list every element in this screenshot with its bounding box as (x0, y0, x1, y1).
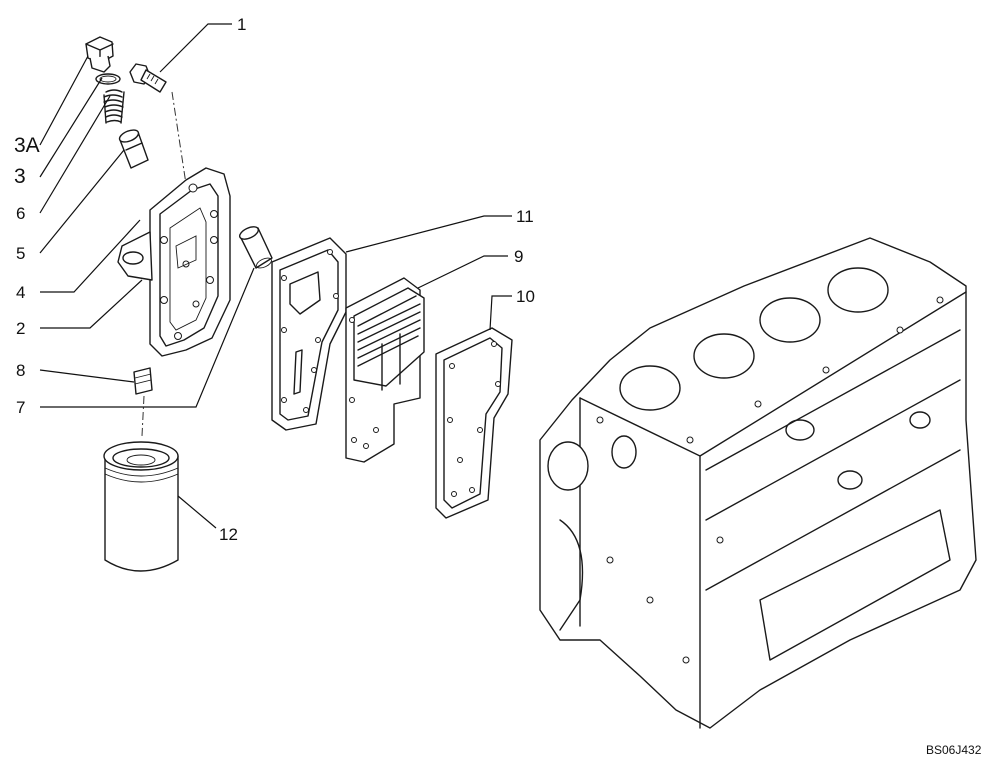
callout-3a: 3A (14, 134, 40, 157)
callout-4: 4 (16, 283, 25, 302)
part-housing-2 (117, 167, 231, 357)
reference-code: BS06J432 (926, 743, 982, 757)
callout-8: 8 (16, 361, 25, 380)
callout-1: 1 (237, 15, 246, 34)
callout-6: 6 (16, 204, 25, 223)
part-bolt-1 (129, 63, 167, 93)
leader-lines (39, 23, 512, 529)
part-sleeve-4 (238, 226, 273, 269)
part-nipple-8 (133, 367, 153, 395)
part-gasket-11 (271, 237, 347, 431)
centerline-bolt (171, 91, 187, 185)
callout-labels: 1 3A 3 6 5 4 2 8 7 11 9 10 12 (14, 15, 535, 544)
callout-2: 2 (16, 319, 25, 338)
callout-10: 10 (516, 287, 535, 306)
part-cooler-9 (345, 277, 425, 463)
callout-7: 7 (16, 398, 25, 417)
callout-5: 5 (16, 244, 25, 263)
centerline-filter (141, 395, 145, 437)
callout-11: 11 (516, 207, 534, 226)
part-oring-3 (95, 73, 121, 85)
part-gasket-10 (435, 327, 513, 519)
callout-3: 3 (14, 165, 26, 188)
part-valve-5 (118, 129, 149, 169)
part-plug-3a (85, 36, 114, 73)
callout-12: 12 (219, 525, 238, 544)
callout-9: 9 (514, 247, 523, 266)
part-spring-6 (103, 89, 125, 124)
engine-block (539, 237, 977, 729)
part-filter-12 (103, 441, 179, 572)
